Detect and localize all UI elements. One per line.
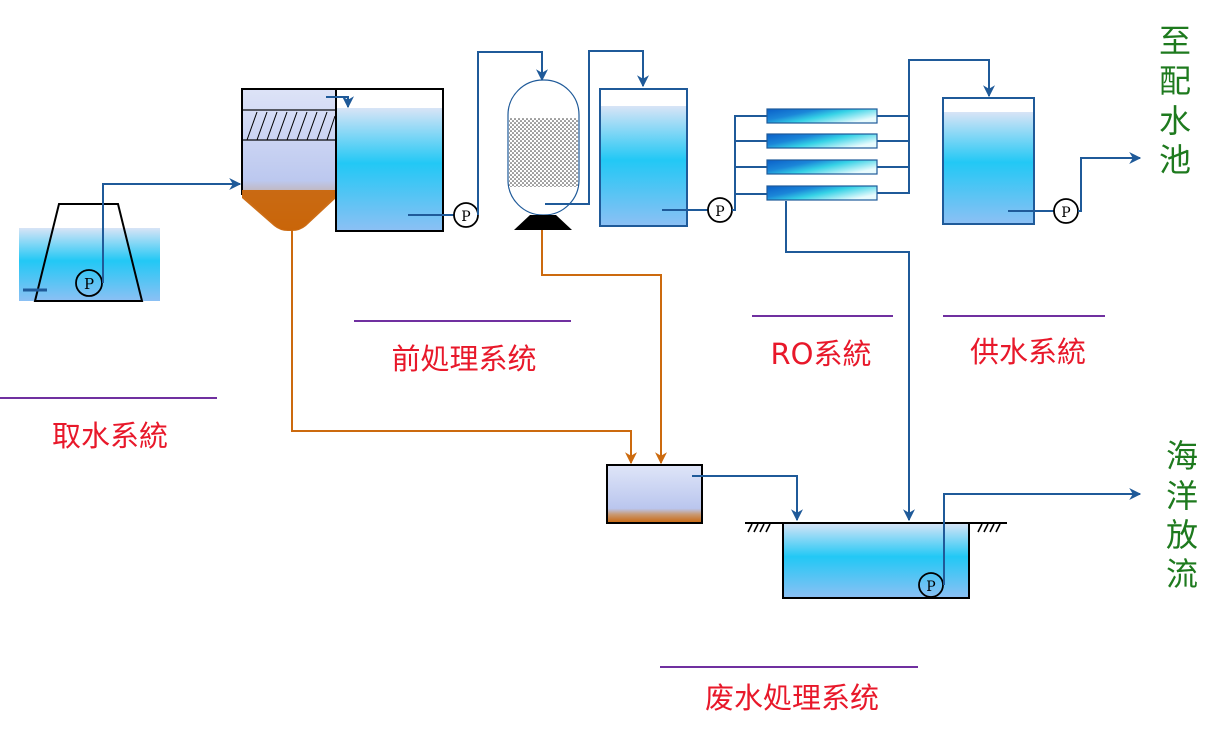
settling-tank [241, 88, 337, 231]
filtered-water-pipe [545, 50, 649, 205]
distribution-pipe [1078, 152, 1142, 212]
ro-rack [732, 59, 995, 211]
ro-membrane [766, 133, 878, 149]
settler-plates [246, 111, 336, 141]
intake-pipe [102, 178, 242, 283]
destination-distribution-reservoir: 至 配 水 池 [1159, 22, 1191, 179]
dest-char: 放 [1166, 516, 1198, 554]
label-pretreatment-system: 前処理系统 [391, 342, 536, 376]
ro-membranes [766, 108, 878, 201]
dest-char: 配 [1159, 62, 1191, 100]
dest-char: 海 [1166, 437, 1198, 475]
label-supply-system: 供水系統 [970, 335, 1086, 369]
clear-water-tank-outline [335, 88, 444, 232]
supernatant-pipe [692, 475, 803, 522]
pit-outline [782, 523, 970, 599]
product-water-tank [942, 97, 1035, 225]
sludge-hopper [242, 190, 336, 231]
dest-char: 水 [1159, 102, 1191, 140]
supply-pump: P [1053, 198, 1079, 224]
ro-feed-manifold [732, 115, 767, 211]
filter-feed-pipe [477, 51, 548, 215]
pretreatment-pump: P [453, 202, 479, 228]
label-wastewater-system: 废水処理系统 [705, 681, 879, 715]
intake-well [19, 203, 160, 302]
discharge-pit [745, 522, 1007, 599]
filtered-tank-outline [599, 88, 688, 227]
pressure-filter [507, 79, 580, 230]
sludge-thickener [606, 464, 703, 524]
ocean-discharge-pipe [943, 488, 1142, 585]
intake-structure [33, 203, 144, 302]
pump-label: P [84, 275, 94, 293]
overflow-pipe [326, 96, 354, 109]
brine-pipe [785, 201, 915, 522]
pump-label: P [1061, 205, 1070, 221]
pump-label: P [715, 204, 724, 220]
ro-membrane [766, 159, 878, 175]
ro-membrane [766, 185, 878, 201]
pump-label: P [461, 209, 470, 225]
discharge-water [783, 523, 969, 598]
permeate-pipe [877, 59, 995, 194]
product-water [944, 112, 1033, 224]
dest-char: 至 [1159, 22, 1191, 60]
label-ro-system: RO系統 [771, 337, 872, 371]
destination-ocean-discharge: 海 洋 放 流 [1166, 437, 1198, 593]
filtered-water [601, 106, 687, 226]
filtered-water-tank [599, 88, 688, 227]
backwash-pipe-filter [541, 230, 667, 465]
pump-label: P [926, 579, 935, 595]
filter-base [514, 215, 572, 230]
ground-hatch-left [747, 523, 771, 533]
filter-pump: P [707, 197, 733, 223]
label-intake-system: 取水系統 [52, 419, 168, 453]
dest-char: 洋 [1166, 477, 1198, 515]
filter-media [509, 118, 578, 187]
thickener-tank [606, 464, 703, 524]
ro-membrane [766, 108, 878, 124]
sludge-pipe-settler [291, 230, 637, 465]
clear-water-tank [335, 88, 444, 232]
product-tank-outline [942, 97, 1035, 225]
ground-hatch-right [977, 523, 1001, 533]
dest-char: 流 [1166, 555, 1198, 593]
dest-char: 池 [1159, 141, 1191, 179]
clear-water [337, 108, 442, 231]
